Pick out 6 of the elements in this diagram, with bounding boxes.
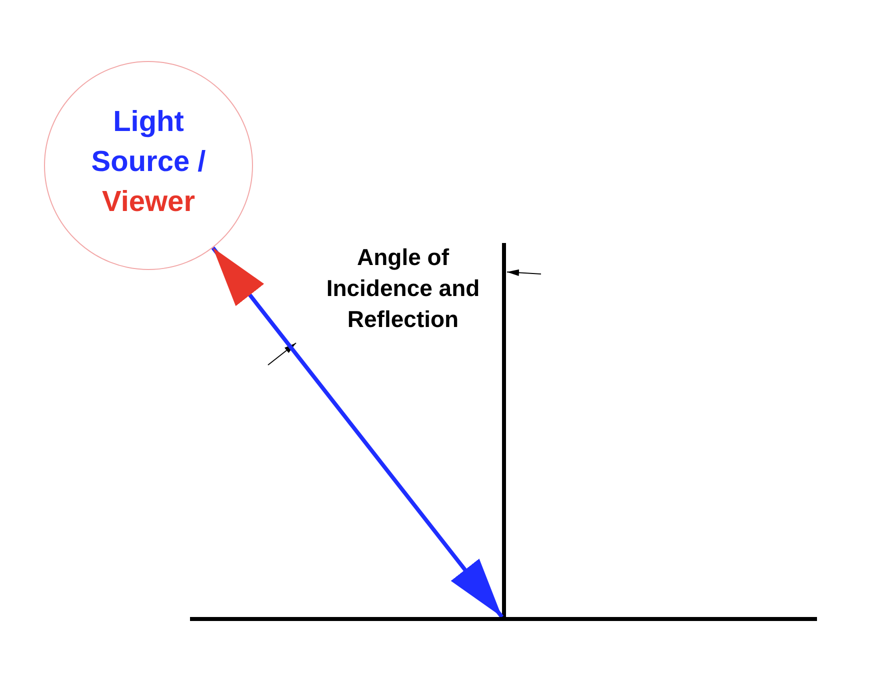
arrow: [211, 246, 504, 618]
node-label: Viewer: [101, 184, 196, 220]
light-source-circle: [44, 61, 253, 270]
node-label: Light Source /: [90, 104, 207, 180]
reflecting-surface: [190, 617, 817, 621]
angle-label: Angle of Incidence and Reflection: [325, 243, 481, 334]
